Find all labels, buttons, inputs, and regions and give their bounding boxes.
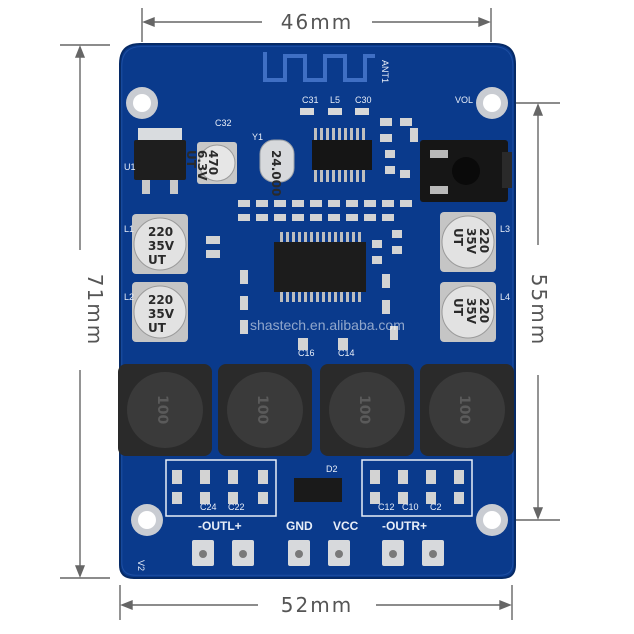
cap-220-brand: UT: [148, 253, 167, 267]
silk-u1: U1: [124, 162, 136, 172]
silk-c30: C30: [355, 95, 372, 105]
silk-c12: C12: [378, 502, 395, 512]
dimension-bottom-label: 52mm: [281, 593, 353, 617]
silk-vol: VOL: [455, 95, 473, 105]
capacitor-220-left-bottom: 220 35V UT: [132, 282, 188, 342]
silk-l1: L1: [124, 224, 134, 234]
cap-470-value: 470: [206, 150, 220, 175]
capacitor-220-left-top: 220 35V UT: [132, 214, 188, 274]
silk-c24: C24: [200, 502, 217, 512]
capacitor-470: 470 6.3V UT: [184, 142, 237, 184]
silk-c10: C10: [402, 502, 419, 512]
silk-d2: D2: [326, 464, 338, 474]
pin-label-vcc: VCC: [333, 519, 359, 533]
dimension-left: [60, 44, 110, 579]
silk-c16: C16: [298, 348, 315, 358]
watermark: shastech.en.alibaba.com: [250, 317, 405, 333]
cap-220-value: 220: [148, 293, 173, 307]
diode-d2: [294, 478, 342, 502]
silk-c22: C22: [228, 502, 245, 512]
cap-220-brand: UT: [451, 228, 465, 247]
cap-220-value: 220: [477, 228, 491, 253]
version-label: V2: [136, 560, 146, 571]
silk-c14: C14: [338, 348, 355, 358]
dimension-right: [505, 102, 560, 521]
silk-l5: L5: [330, 95, 340, 105]
cap-470-voltage: 6.3V: [195, 150, 209, 181]
dimension-bottom: [119, 585, 513, 620]
inductor-2: 100: [218, 364, 312, 456]
channel-outlines: [165, 459, 473, 517]
pin-label-outr: -OUTR+: [382, 519, 427, 533]
inductor-3: 100: [320, 364, 414, 456]
silk-y1: Y1: [252, 132, 263, 142]
inductor-1: 100: [118, 364, 212, 456]
antenna-trace: [263, 52, 375, 82]
capacitor-220-right-bottom: 220 35V UT: [440, 282, 496, 342]
dimension-right-label: 55mm: [527, 274, 551, 346]
cap-220-brand: UT: [148, 321, 167, 335]
cap-220-brand: UT: [451, 298, 465, 317]
small-mid-caps: [298, 338, 348, 350]
silk-c32: C32: [215, 118, 232, 128]
capacitor-220-right-top: 220 35V UT: [440, 212, 496, 272]
dimension-top-label: 46mm: [281, 10, 353, 34]
inductor-1-marking: 100: [154, 395, 170, 424]
mounting-holes: [126, 87, 508, 536]
crystal-oscillator: 24.000: [259, 139, 295, 196]
voltage-regulator: [134, 128, 186, 194]
inductor-4-marking: 100: [456, 395, 472, 424]
cap-220-voltage: 35V: [148, 307, 175, 321]
silk-l2: L2: [124, 292, 134, 302]
terminal-pads: [192, 540, 444, 566]
lower-smd-components: [172, 470, 464, 504]
cap-470-brand: UT: [184, 150, 198, 169]
silk-c2: C2: [430, 502, 442, 512]
pin-label-gnd: GND: [286, 519, 313, 533]
inductor-4: 100: [420, 364, 514, 456]
crystal-label: 24.000: [269, 150, 283, 196]
cap-220-voltage: 35V: [464, 228, 478, 255]
cap-220-voltage: 35V: [148, 239, 175, 253]
dimension-top: [141, 8, 492, 42]
cap-220-value: 220: [148, 225, 173, 239]
silk-l4: L4: [500, 292, 510, 302]
silk-c31: C31: [302, 95, 319, 105]
top-smd-row: [300, 108, 369, 115]
inductor-2-marking: 100: [254, 395, 270, 424]
silk-l3: L3: [500, 224, 510, 234]
dimension-left-label: 71mm: [83, 274, 107, 346]
audio-jack: [420, 140, 512, 202]
smd-components: [206, 118, 418, 340]
amplifier-ic: [274, 232, 366, 302]
inductor-3-marking: 100: [356, 395, 372, 424]
cap-220-voltage: 35V: [464, 298, 478, 325]
antenna-label: ANT1: [380, 60, 390, 83]
cap-220-value: 220: [477, 298, 491, 323]
bluetooth-ic: [312, 128, 372, 182]
pin-label-outl: -OUTL+: [198, 519, 242, 533]
